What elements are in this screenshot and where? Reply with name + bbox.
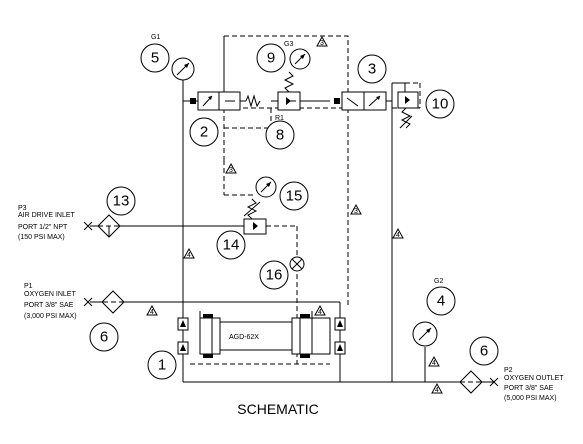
callout-6-inlet: 6	[100, 329, 108, 346]
callout-5: 5	[151, 50, 159, 67]
pump-label: AGD-62X	[229, 334, 259, 341]
gauge-tag-g3: G3	[284, 41, 293, 48]
callout-9: 9	[267, 50, 275, 67]
callout-6-outlet: 6	[480, 343, 488, 360]
line-tags: 3 3 3 4 4 4 4 4 4	[146, 35, 443, 394]
gauge-g3	[289, 48, 311, 70]
line-tag: 3	[229, 167, 233, 174]
svg-text:OXYGEN INLET: OXYGEN INLET	[24, 291, 76, 298]
svg-text:(150 PSI MAX): (150 PSI MAX)	[18, 234, 65, 241]
gauge-tag-g2: G2	[434, 278, 443, 285]
relief-valve-10	[397, 91, 419, 129]
valve-3	[334, 91, 387, 111]
callout-13: 13	[113, 193, 130, 210]
callout-bubbles: 5 9 3 2 8 10 13 15 14 16 4 6 1 6	[89, 43, 499, 380]
diagram-title: SCHEMATIC	[237, 401, 318, 417]
callout-14: 14	[223, 237, 240, 254]
svg-text:(5,000 PSI MAX): (5,000 PSI MAX)	[504, 395, 557, 402]
line-tag: 3	[354, 208, 358, 215]
regulator-r1: R1	[271, 71, 330, 122]
callout-3: 3	[368, 61, 376, 78]
gauge-tags: G1 G3 G2	[151, 34, 443, 285]
indicator-16	[289, 256, 305, 272]
line-tag: 4	[150, 309, 154, 316]
svg-text:OXYGEN OUTLET: OXYGEN OUTLET	[504, 375, 564, 382]
svg-text:P3: P3	[18, 205, 27, 212]
port-label-oxygen-outlet: P2 OXYGEN OUTLET PORT 3/8" SAE (5,000 PS…	[504, 367, 564, 402]
line-tag: 4	[396, 232, 400, 239]
callout-4: 4	[437, 293, 445, 310]
gauge-g1	[171, 57, 195, 81]
line-tag: 3	[320, 40, 324, 47]
port-markers	[83, 221, 499, 387]
svg-text:PORT 1/2" NPT: PORT 1/2" NPT	[18, 224, 68, 231]
svg-text:(3,000 PSI MAX): (3,000 PSI MAX)	[24, 313, 77, 320]
valve-2	[190, 91, 261, 111]
regulator-14	[183, 198, 267, 235]
line-tag: 4	[318, 309, 322, 316]
callout-16: 16	[266, 267, 283, 284]
svg-text:P2: P2	[504, 367, 513, 374]
gauge-15	[255, 176, 277, 198]
filter-6-outlet	[459, 370, 483, 394]
svg-text:PORT 3/8" SAE: PORT 3/8" SAE	[24, 302, 74, 309]
pump-agd-62x: AGD-62X	[177, 311, 346, 358]
regulator-tag: R1	[275, 115, 284, 122]
callout-10: 10	[432, 96, 449, 113]
port-label-air-drive: P3 AIR DRIVE INLET PORT 1/2" NPT (150 PS…	[18, 205, 76, 241]
gauge-g2	[412, 321, 438, 347]
line-tag: 4	[432, 360, 436, 367]
filter-6-inlet	[101, 290, 125, 314]
filter-13	[97, 214, 121, 238]
callout-1: 1	[158, 357, 166, 374]
svg-text:PORT 3/8" SAE: PORT 3/8" SAE	[504, 385, 554, 392]
port-label-oxygen-inlet: P1 OXYGEN INLET PORT 3/8" SAE (3,000 PSI…	[24, 283, 77, 320]
svg-text:P1: P1	[24, 283, 33, 290]
svg-text:AIR DRIVE INLET: AIR DRIVE INLET	[18, 212, 76, 219]
callout-15: 15	[286, 188, 303, 205]
line-tag: 4	[187, 252, 191, 259]
line-tag: 4	[435, 387, 439, 394]
callout-8: 8	[276, 127, 284, 144]
callout-2: 2	[200, 124, 208, 141]
gauge-tag-g1: G1	[151, 34, 160, 41]
